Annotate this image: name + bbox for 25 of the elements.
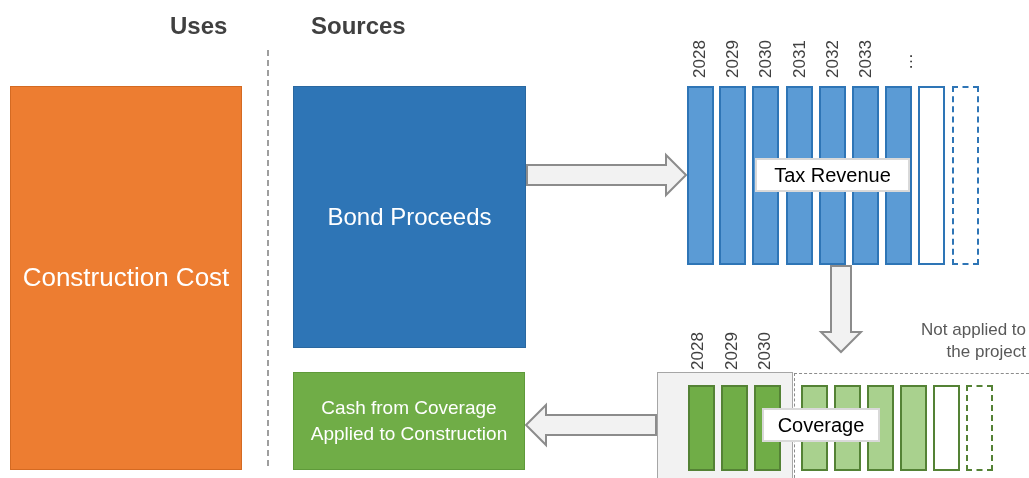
ellipsis-mark: … [896,53,916,70]
label-box [762,408,880,442]
box-heading: Not applied to the project [920,319,1026,364]
node-label: Cash from Coverage Applied to Construction [309,396,509,446]
year-label: 2030 [754,332,775,370]
cost-box [10,86,242,470]
node-label: Bond Proceeds [326,201,493,232]
block-arrow [526,152,688,198]
year-label: 2028 [689,40,710,78]
year-label: 2031 [789,40,810,78]
cash-box [293,372,525,470]
year-label: 2030 [755,40,776,78]
year-label: 2033 [855,40,876,78]
block-arrow [524,402,657,448]
block-arrow [818,265,864,354]
proceeds-box [293,86,526,348]
node-label: Coverage [777,412,865,438]
column-heading: Sources [311,12,406,40]
column-heading: Uses [170,12,228,40]
year-label: 2032 [822,40,843,78]
node-label: Construction Cost [21,261,231,295]
year-label: 2029 [721,332,742,370]
label-box: Tax Revenue [755,158,910,192]
year-label: 2028 [687,332,708,370]
year-label: 2029 [722,40,743,78]
